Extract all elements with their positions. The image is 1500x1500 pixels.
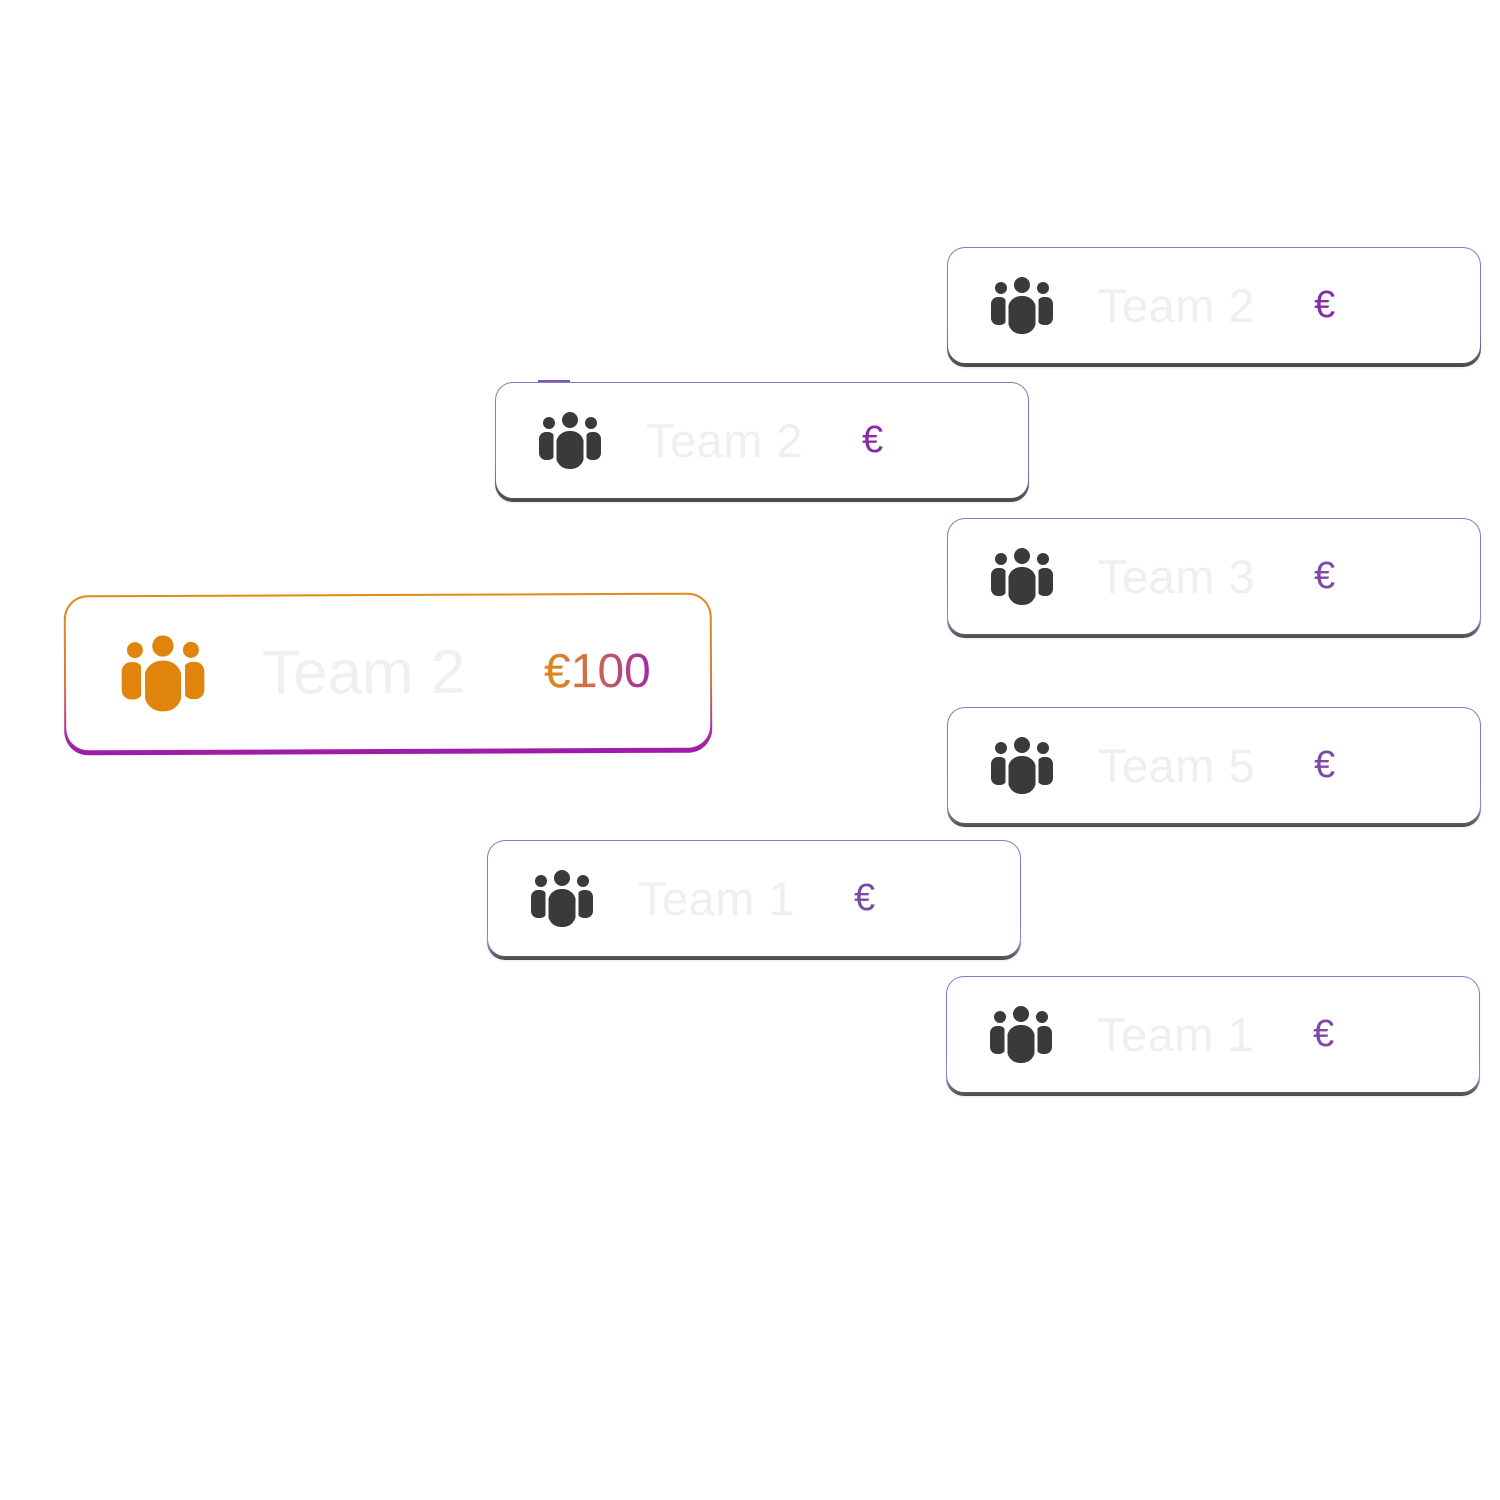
featured-team-card[interactable]: Team 2 €100 <box>63 592 713 756</box>
team-icon <box>990 736 1054 796</box>
team-icon <box>538 411 602 471</box>
team-card-body: Team 2 € <box>948 248 1480 363</box>
team-name: Team 1 <box>638 872 796 925</box>
divider-tick <box>538 380 570 382</box>
team-amount: € <box>1313 1013 1335 1055</box>
team-name: Team 2 <box>1098 279 1256 332</box>
featured-team-amount: €100 <box>543 644 651 699</box>
team-card[interactable]: Team 2 € <box>947 247 1481 367</box>
team-amount: € <box>862 419 884 461</box>
team-card[interactable]: Team 5 € <box>947 707 1481 827</box>
team-icon <box>989 1005 1053 1065</box>
team-amount: € <box>1314 744 1336 786</box>
team-card-body: Team 5 € <box>948 708 1480 823</box>
team-icon <box>530 869 594 929</box>
team-card[interactable]: Team 1 € <box>487 840 1021 960</box>
team-amount: € <box>1314 555 1336 597</box>
team-card[interactable]: Team 1 € <box>946 976 1480 1096</box>
team-name: Team 2 <box>646 414 804 467</box>
team-card-body: Team 1 € <box>488 841 1020 956</box>
featured-team-card-body: Team 2 €100 <box>65 594 711 751</box>
team-card-body: Team 2 € <box>496 383 1028 498</box>
team-card-body: Team 1 € <box>947 977 1479 1092</box>
team-icon <box>990 547 1054 607</box>
team-card[interactable]: Team 3 € <box>947 518 1481 638</box>
team-name: Team 1 <box>1097 1008 1255 1061</box>
team-icon <box>120 633 206 713</box>
team-card-body: Team 3 € <box>948 519 1480 634</box>
team-card[interactable]: Team 2 € <box>495 382 1029 502</box>
team-icon <box>990 276 1054 336</box>
team-name: Team 5 <box>1098 739 1256 792</box>
team-amount: € <box>854 877 876 919</box>
team-name: Team 3 <box>1098 550 1256 603</box>
team-amount: € <box>1314 284 1336 326</box>
featured-team-name: Team 2 <box>261 637 466 708</box>
